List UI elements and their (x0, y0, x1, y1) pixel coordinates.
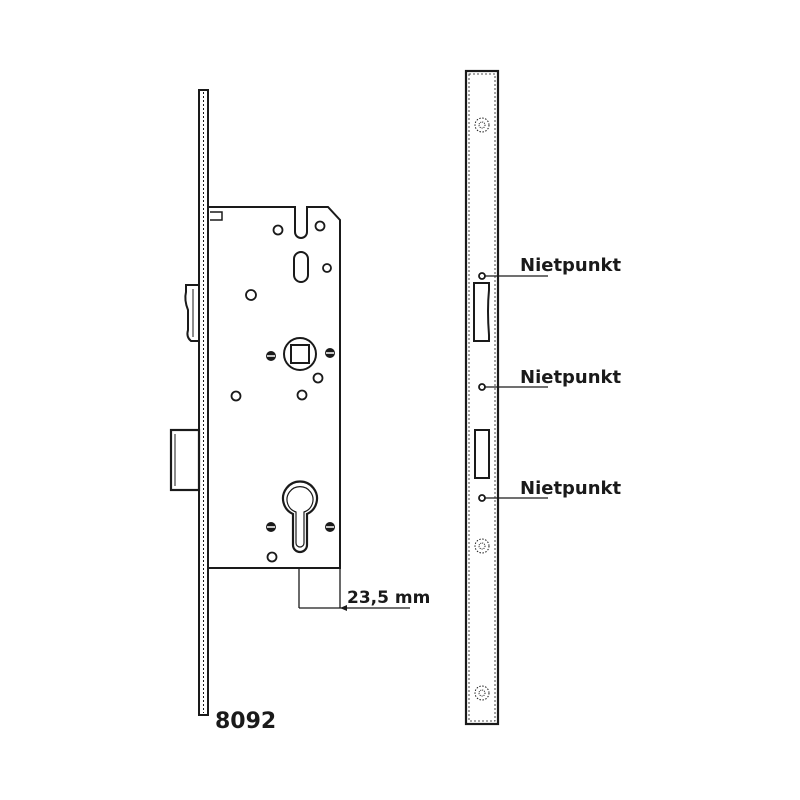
hole (314, 220, 326, 232)
latch-bolt (184, 284, 199, 342)
callout-label-3: Nietpunkt (520, 478, 622, 499)
callout-label-1: Nietpunkt (520, 255, 622, 276)
hole (296, 389, 308, 401)
callout-label-2: Nietpunkt (520, 367, 622, 388)
bolt-opening (474, 429, 490, 479)
screw (266, 351, 276, 361)
screw (266, 522, 276, 532)
rivet-rosette (474, 538, 490, 554)
faceplate-outline (464, 69, 500, 726)
hole (230, 390, 242, 402)
latch-opening (473, 282, 490, 342)
lock-side-view: 23,5 mm 8092 (169, 89, 430, 734)
slot-upper (293, 251, 309, 283)
rivet-rosette (474, 117, 490, 133)
hole (322, 263, 332, 273)
screw (325, 348, 335, 358)
cylinder-cutout (281, 480, 319, 554)
hole (312, 372, 324, 384)
model-number: 8092 (215, 709, 276, 734)
rivet-rosette (474, 685, 490, 701)
faceplate-front-view: Nietpunkt Nietpunkt Nietpunkt (464, 69, 622, 726)
screw (325, 522, 335, 532)
dimension-label: 23,5 mm (347, 588, 430, 608)
follower-hub (283, 337, 317, 371)
rivet-point (478, 383, 486, 391)
rivet-point (478, 272, 486, 280)
hole (272, 224, 284, 236)
dead-bolt (169, 428, 201, 492)
hole (245, 289, 257, 301)
spindle-square (290, 344, 310, 364)
lock-case (207, 206, 341, 569)
rivet-point (478, 494, 486, 502)
hole (266, 551, 278, 563)
dimension-marker (298, 568, 410, 611)
